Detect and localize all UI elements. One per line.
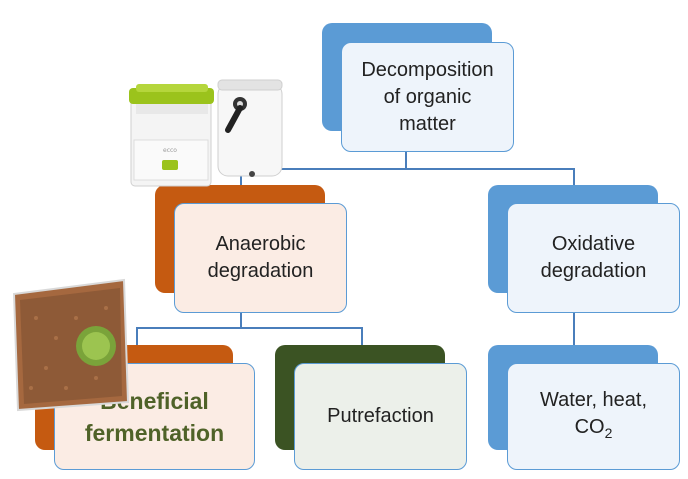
node-beneficial-box: Beneficial fermentation <box>54 363 255 470</box>
connector-top-horizontal <box>240 168 574 170</box>
connector-root-down <box>405 150 407 168</box>
connector-to-putrefaction <box>361 327 363 348</box>
connector-to-beneficial <box>136 327 138 348</box>
node-water-line-2: CO2 <box>540 414 647 447</box>
node-beneficial-line-2: fermentation <box>84 419 225 446</box>
node-anaerobic-line-2: degradation <box>207 260 314 282</box>
connector-to-anaerobic <box>240 168 242 188</box>
node-putrefaction-box: Putrefaction <box>294 363 467 470</box>
compost-bins-image: ecco <box>129 79 283 187</box>
node-anaerobic-line-1: Anaerobic <box>215 233 306 255</box>
node-oxidative-box: Oxidative degradation <box>507 203 680 313</box>
node-water-co: CO <box>574 415 605 438</box>
node-decomposition-box: Decomposition of organic matter <box>341 42 514 152</box>
node-oxidative-line-2: degradation <box>540 260 647 282</box>
node-decomposition-line-3: matter <box>399 112 456 135</box>
node-decomposition-line-2: of organic <box>383 85 472 108</box>
connector-oxidative-down <box>573 310 575 348</box>
connector-to-oxidative <box>573 168 575 188</box>
node-putrefaction-label: Putrefaction <box>327 405 434 427</box>
node-water-box: Water, heat, CO2 <box>507 363 680 470</box>
bran-bag-image <box>12 278 130 412</box>
node-water-subscript: 2 <box>604 424 613 441</box>
node-water-line-1: Water, heat, <box>539 388 648 411</box>
node-anaerobic-box: Anaerobic degradation <box>174 203 347 313</box>
svg-text:ecco: ecco <box>163 147 177 154</box>
connector-anaerobic-down <box>240 310 242 328</box>
node-oxidative-line-1: Oxidative <box>551 233 636 255</box>
connector-mid-horizontal <box>136 327 362 329</box>
node-decomposition-line-1: Decomposition <box>361 58 494 81</box>
